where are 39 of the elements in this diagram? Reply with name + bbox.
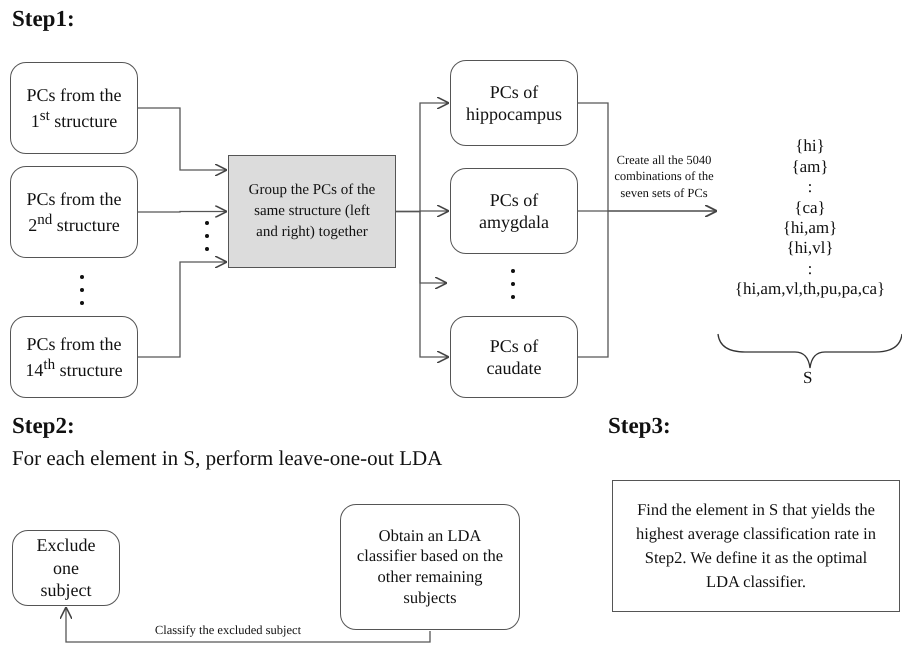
arrow [59, 606, 431, 643]
box-text: Obtain an LDA classifier based on the other remaining subjects [356, 526, 504, 608]
rounded-box [10, 62, 138, 154]
set-item: : [808, 177, 812, 198]
text-box [612, 480, 900, 612]
set-item: {hi} [795, 136, 825, 157]
arrow [138, 204, 228, 218]
step-heading: Step3: [608, 413, 671, 439]
box-text: Exclude one subject [36, 534, 96, 602]
box-text: PCs from the 1$^{st}$ structure [25, 84, 122, 132]
set-item: {ca} [794, 198, 826, 218]
set-item: {am} [791, 156, 829, 178]
process-box [228, 155, 396, 268]
step-heading: Step2: [12, 413, 75, 439]
arrow [578, 204, 718, 358]
box-text: Find the element in S that yields the highest average classification rate in Step2. We define it as the optimal LDA classifier. [634, 499, 878, 593]
step-heading: Step1: [12, 6, 75, 32]
set-item: {hi,am,vl,th,pu,pa,ca} [734, 279, 886, 300]
set-name: S [803, 368, 812, 388]
rounded-box [12, 530, 120, 606]
rounded-box [450, 168, 578, 254]
box-text: Group the PCs of the same structure (left and right) together [248, 181, 376, 242]
arrow [138, 255, 228, 358]
rounded-box [450, 316, 578, 398]
step-description: For each element in S, perform leave-one-out LDA [12, 446, 442, 471]
set-item: : [808, 258, 812, 280]
arrow [138, 107, 228, 177]
set-item: {hi,am} [782, 218, 838, 238]
rounded-box [10, 166, 138, 258]
box-text: PCs from the 14$^{th}$ structure [24, 333, 124, 381]
box-text: PCs of hippocampus [465, 80, 563, 126]
box-text: PCs from the 2$^{nd}$ structure [25, 188, 122, 236]
box-text: PCs of caudate [486, 334, 542, 380]
set-item: {hi,vl} [786, 238, 834, 259]
rounded-box [340, 504, 520, 630]
rounded-box [450, 60, 578, 146]
box-text: PCs of amygdala [478, 188, 550, 234]
rounded-box [10, 316, 138, 398]
arrow [396, 210, 450, 364]
